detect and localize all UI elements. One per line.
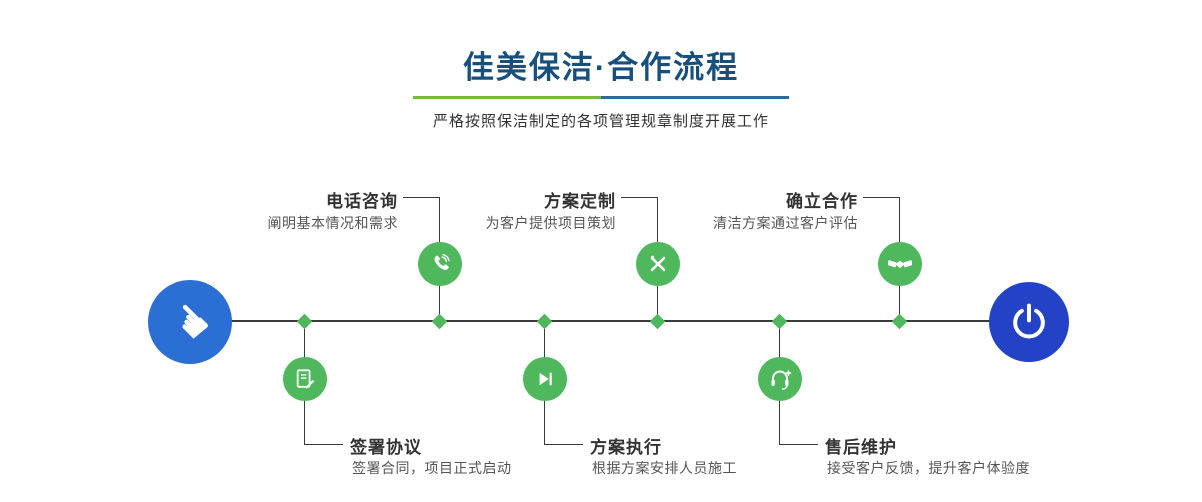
pointer-hand-icon: ☚	[158, 289, 223, 354]
step-circle-cooperation	[878, 242, 922, 286]
step-circle-contract	[283, 357, 327, 401]
power-icon	[1013, 303, 1045, 339]
step-desc-contract: 签署合同，项目正式启动	[352, 460, 512, 476]
play-next-icon	[539, 372, 552, 386]
timeline-node-diamond	[431, 313, 448, 330]
timeline-node-diamond	[649, 313, 666, 330]
step-desc-aftersale: 接受客户反馈，提升客户体验度	[827, 460, 1030, 476]
step-label-phone: 电话咨询	[326, 192, 398, 211]
timeline-start-endpoint: ☚	[148, 280, 232, 364]
step-circle-execute	[523, 357, 567, 401]
connector-top-1-horizontal	[403, 197, 440, 198]
step-label-design: 方案定制	[544, 192, 616, 211]
design-tools-icon	[650, 255, 666, 272]
step-label-contract: 签署协议	[350, 438, 422, 457]
phone-ring-icon	[434, 253, 450, 271]
connector-bottom-2-horizontal	[545, 444, 583, 445]
timeline-main-line	[190, 320, 1030, 322]
step-label-execute: 方案执行	[590, 438, 662, 457]
page-subtitle: 严格按照保洁制定的各项管理规章制度开展工作	[432, 113, 769, 130]
connector-bottom-1-horizontal	[305, 444, 343, 445]
timeline-node-diamond	[296, 313, 313, 330]
step-circle-phone	[418, 242, 462, 286]
step-desc-design: 为客户提供项目策划	[485, 215, 616, 231]
connector-top-3-horizontal	[863, 197, 900, 198]
timeline-end-endpoint	[989, 282, 1069, 362]
timeline-node-diamond	[536, 313, 553, 330]
step-circle-design	[636, 242, 680, 286]
step-desc-cooperation: 清洁方案通过客户评估	[713, 215, 858, 231]
underline-blue-segment	[601, 96, 789, 99]
step-circle-aftersale	[758, 357, 802, 401]
step-desc-execute: 根据方案安排人员施工	[592, 460, 737, 476]
title-underline	[413, 96, 789, 99]
connector-top-2-horizontal	[621, 197, 658, 198]
contract-sign-icon	[296, 369, 315, 389]
timeline-node-diamond	[771, 313, 788, 330]
step-label-aftersale: 售后维护	[825, 438, 897, 457]
underline-green-segment	[413, 96, 601, 99]
step-desc-phone: 阐明基本情况和需求	[267, 215, 398, 231]
timeline-node-diamond	[891, 313, 908, 330]
handshake-icon	[888, 260, 912, 269]
connector-bottom-3-horizontal	[780, 444, 818, 445]
page-title: 佳美保洁·合作流程	[462, 50, 740, 85]
headset-support-icon	[771, 370, 792, 390]
step-label-cooperation: 确立合作	[786, 192, 858, 211]
